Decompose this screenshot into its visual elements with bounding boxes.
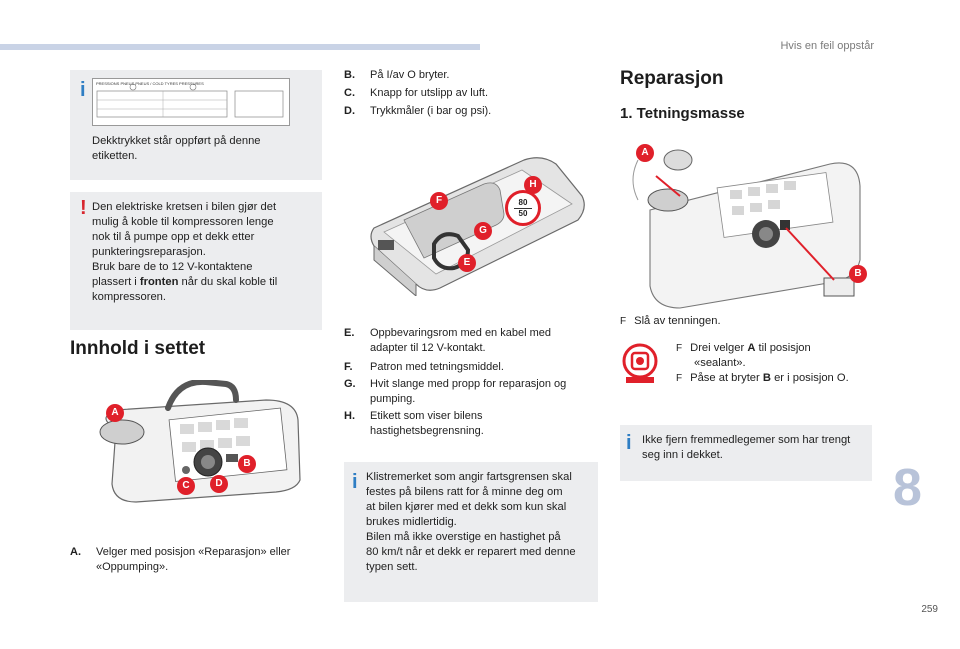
marker-a-left: A [106, 404, 124, 422]
item-b: B. På I/av O bryter. [344, 69, 450, 81]
item-e: E. Oppbevaringsrom med en kabel med adap… [344, 327, 551, 354]
item-c: C. Knapp for utslipp av luft. [344, 87, 489, 99]
tyre-label-title: PRESSIONS PNEUS PNEUS / COLD TYRES PRESS… [96, 81, 204, 86]
marker-b-left: B [238, 455, 256, 473]
checkbox-glyph: F [676, 373, 683, 384]
marker-c-left: C [177, 477, 195, 495]
top-accent-bar [0, 44, 480, 50]
marker-g: G [474, 222, 492, 240]
info-box-foreign-objects: i Ikke fjern fremmedlegemer som har tren… [620, 425, 872, 481]
item-h: H. Etikett som viser bilens hastighetsbe… [344, 410, 484, 437]
info-icon: i [352, 471, 358, 493]
marker-e: E [458, 254, 476, 272]
warning-exclamation-icon: ! [80, 197, 87, 219]
bold-fronten: fronten [139, 276, 179, 288]
tyre-label-drawing [96, 83, 284, 118]
kit-illustration-left [99, 380, 301, 503]
checkbox-glyph: F [620, 316, 627, 327]
marker-d-left: D [210, 475, 228, 493]
item-f: F. Patron med tetningsmiddel. [344, 361, 504, 373]
speed-sticker-text: Klistremerket som angir fartsgrensen ska… [366, 471, 576, 573]
warning-box-electric: ! Den elektriske kretsen i bilen gjør de… [70, 192, 322, 330]
heading-reparasjon: Reparasjon [620, 68, 724, 89]
kit-control-illustration [632, 149, 861, 309]
info-icon: i [80, 79, 86, 101]
sealant-dial-icon [620, 341, 660, 385]
warning-text: Den elektriske kretsen i bilen gjør det … [92, 201, 278, 303]
item-d: D. Trykkmåler (i bar og psi). [344, 105, 492, 117]
item-g: G. Hvit slange med propp for reparasjon … [344, 378, 567, 405]
speed-limit-sign: 80 50 [505, 190, 541, 226]
page-number: 259 [921, 604, 938, 615]
checkbox-glyph: F [676, 343, 683, 354]
chapter-number: 8 [893, 459, 922, 517]
marker-b-right: B [849, 265, 867, 283]
info-box-tyre-label: i PRESSIONS PNEUS PNEUS / COLD TYRES PRE… [70, 70, 322, 180]
info-box-text: Dekktrykket står oppført på denne etiket… [92, 135, 261, 162]
marker-h: H [524, 176, 542, 194]
foreign-objects-text: Ikke fjern fremmedlegemer som har trengt… [642, 434, 851, 461]
section-title: Hvis en feil oppstår [780, 40, 874, 52]
subheading-tetningsmasse: 1. Tetningsmasse [620, 105, 745, 122]
heading-innhold: Innhold i settet [70, 338, 206, 359]
info-box-speed-sticker: i Klistremerket som angir fartsgrensen s… [344, 462, 598, 602]
info-icon: i [626, 432, 632, 454]
item-a: A. Velger med posisjon «Reparasjon» elle… [70, 546, 291, 573]
marker-f: F [430, 192, 448, 210]
tyre-pressure-label-image: PRESSIONS PNEUS PNEUS / COLD TYRES PRESS… [92, 78, 290, 126]
marker-a-right: A [636, 144, 654, 162]
